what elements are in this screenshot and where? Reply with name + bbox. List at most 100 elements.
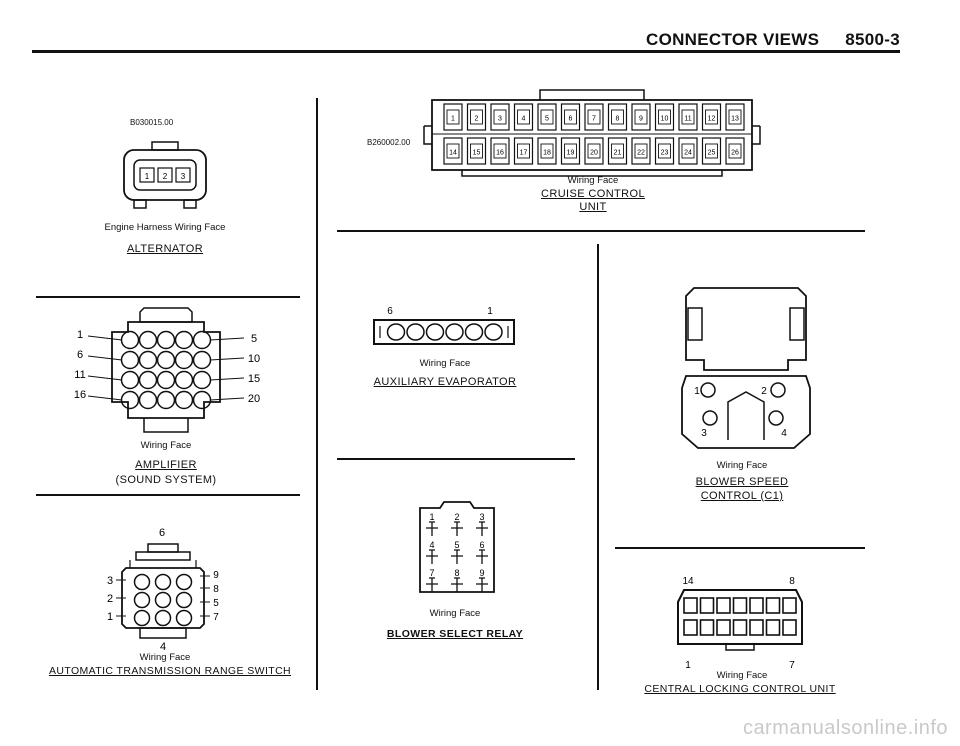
amplifier-pin — [138, 330, 158, 350]
trans-label-1: 1 — [107, 611, 113, 623]
amplifier-label-1: 1 — [77, 329, 83, 341]
divider-left-2 — [36, 494, 300, 496]
central-pin — [716, 619, 731, 636]
cruise-pin-box — [513, 103, 534, 131]
amplifier-pin — [156, 350, 176, 370]
cruise-wiring-face: Wiring Face — [567, 175, 619, 186]
amplifier-pin — [174, 370, 194, 390]
relay-terminal — [476, 577, 488, 592]
amplifier-pin — [120, 330, 140, 350]
cruise-pin-box — [513, 137, 534, 165]
central-pin — [765, 597, 781, 614]
blower-speed-pin-4: 4 — [781, 428, 787, 439]
cruise-pin-6: 6 — [569, 116, 573, 123]
cruise-pin-8: 8 — [616, 116, 620, 123]
cruise-title-line2: UNIT — [579, 201, 607, 213]
relay-label-8: 8 — [454, 568, 459, 578]
amplifier-pin — [174, 350, 194, 370]
amplifier-pin — [138, 350, 158, 370]
cruise-pin-3: 3 — [498, 116, 502, 123]
amplifier-pin — [138, 370, 158, 390]
trans-pin — [175, 591, 193, 609]
cruise-pin-inner — [705, 143, 718, 159]
amplifier-pin — [156, 390, 176, 410]
divider-vertical-left — [316, 98, 318, 690]
trans-label-8: 8 — [213, 584, 219, 595]
central-locking-connector: 14 8 1 7 — [677, 576, 803, 671]
divider-left-1 — [36, 296, 300, 298]
auxiliary-wiring-face: Wiring Face — [419, 358, 471, 369]
blower-speed-title-line2: CONTROL (C1) — [700, 490, 784, 502]
central-pin — [782, 597, 797, 614]
amplifier-leader — [209, 337, 245, 341]
trans-label-top: 6 — [159, 527, 165, 539]
relay-label-4: 4 — [429, 540, 434, 550]
cruise-pin-box — [725, 137, 745, 165]
central-pin — [699, 619, 715, 636]
cruise-pin-5: 5 — [545, 116, 549, 123]
cruise-pin-box — [631, 103, 651, 131]
cruise-pin-12: 12 — [708, 116, 716, 123]
cruise-pin-inner — [681, 109, 695, 125]
cruise-pin-inner — [517, 143, 530, 159]
cruise-pin-box — [701, 103, 722, 131]
amplifier-label-11: 11 — [74, 369, 85, 381]
cruise-pin-inner — [470, 109, 483, 125]
cruise-pin-21: 21 — [614, 150, 622, 157]
relay-terminal — [451, 549, 463, 564]
cruise-pin-box — [678, 103, 698, 131]
trans-pin — [133, 591, 151, 609]
amplifier-leader — [209, 357, 245, 361]
relay-label-7: 7 — [429, 568, 434, 578]
divider-right — [615, 547, 865, 549]
cruise-pin-17: 17 — [520, 150, 528, 157]
auxiliary-pin — [425, 323, 445, 341]
cruise-pin-15: 15 — [473, 150, 481, 157]
cruise-pin-14: 14 — [449, 150, 457, 157]
amplifier-label-5: 5 — [251, 333, 257, 345]
watermark: carmanualsonline.info — [742, 717, 948, 739]
auxiliary-title: AUXILIARY EVAPORATOR — [373, 376, 517, 388]
trans-label-7: 7 — [213, 612, 219, 623]
amplifier-leader — [87, 355, 123, 361]
amplifier-pin — [156, 370, 176, 390]
relay-terminal — [426, 521, 438, 536]
central-pin — [765, 619, 781, 636]
relay-terminal — [451, 577, 463, 592]
cruise-pin-inner — [658, 143, 671, 159]
trans-label-9: 9 — [213, 570, 219, 581]
relay-terminal — [476, 549, 488, 564]
alternator-caption: Engine Harness Wiring Face — [104, 222, 226, 233]
trans-wiring-face: Wiring Face — [139, 652, 191, 663]
alternator-pin-2: 2 — [163, 172, 168, 181]
central-label-7: 7 — [789, 660, 795, 671]
blower-speed-pin-1: 1 — [694, 386, 700, 397]
cruise-pin-10: 10 — [661, 116, 669, 123]
amplifier-label-15: 15 — [248, 373, 260, 385]
trans-label-3: 3 — [107, 575, 113, 587]
central-pin — [782, 619, 797, 636]
cruise-pin-11: 11 — [684, 116, 691, 123]
amplifier-leader — [87, 375, 123, 381]
cruise-pin-box — [654, 103, 675, 131]
trans-pin — [175, 573, 193, 591]
relay-label-5: 5 — [454, 540, 459, 550]
amplifier-pin — [120, 350, 140, 370]
amplifier-wiring-face: Wiring Face — [140, 440, 192, 451]
central-label-8: 8 — [789, 576, 795, 587]
cruise-pin-box — [607, 103, 628, 131]
cruise-pin-inner — [611, 143, 624, 159]
amplifier-leader — [209, 397, 245, 401]
trans-label-5: 5 — [213, 598, 219, 609]
divider-middle — [337, 458, 575, 460]
amplifier-pin — [192, 390, 212, 410]
alternator-title: ALTERNATOR — [126, 243, 204, 255]
cruise-pin-4: 4 — [522, 116, 526, 123]
amplifier-leader — [87, 335, 123, 341]
central-title: CENTRAL LOCKING CONTROL UNIT — [644, 683, 836, 695]
central-pin — [683, 597, 698, 614]
cruise-pin-box — [560, 103, 581, 131]
auxiliary-label-6: 6 — [387, 306, 393, 317]
